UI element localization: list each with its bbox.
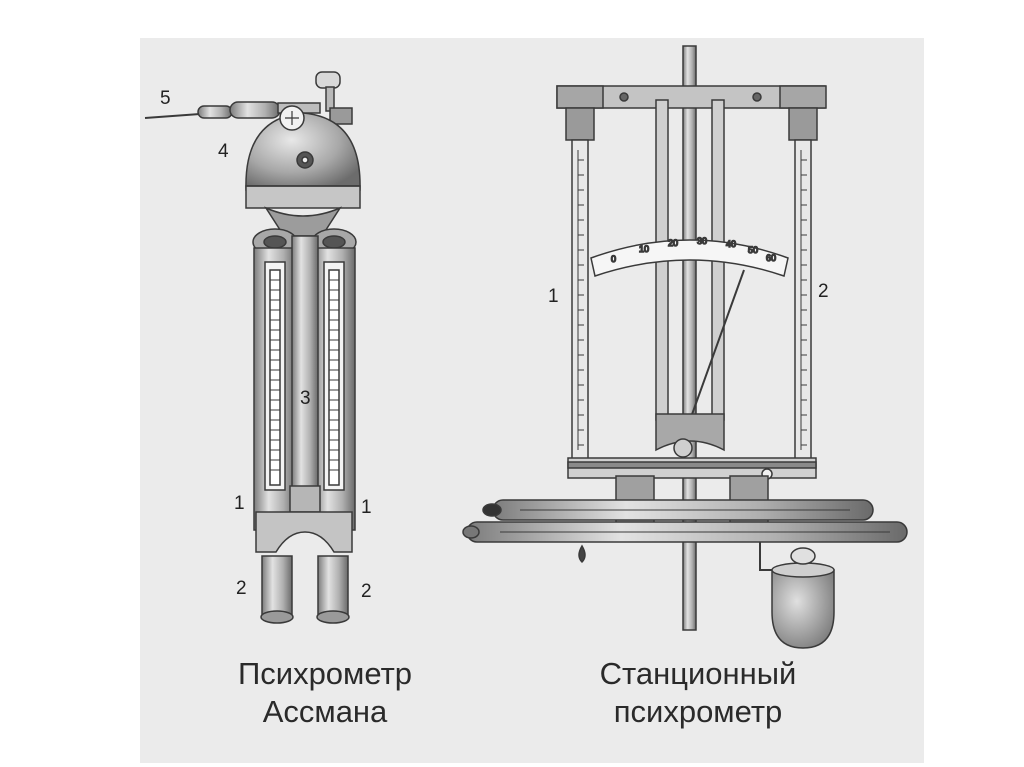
left-lower-shield — [261, 555, 293, 617]
central-air-tube — [291, 235, 319, 513]
hygrometer-scale — [590, 239, 789, 277]
label-left-shield: 2 — [236, 578, 247, 599]
caption-assmann-line2: Ассмана — [262, 694, 388, 729]
scale-tick-40: 40 — [726, 239, 736, 249]
right-lower-shield — [317, 555, 349, 617]
needle-holder — [655, 413, 725, 452]
left-thermometer — [269, 269, 281, 486]
bottom-manifold — [255, 511, 353, 553]
label-tube: 3 — [300, 388, 311, 409]
right-wet-thermometer — [794, 139, 812, 463]
hygrometer-needle — [689, 269, 745, 421]
aspirator-head — [245, 105, 361, 237]
scale-tick-60: 60 — [766, 253, 776, 263]
scale-tick-30: 30 — [697, 236, 707, 246]
assmann-psychrometer — [144, 71, 361, 624]
scale-tick-20: 20 — [668, 238, 678, 248]
scale-tick-0: 0 — [611, 254, 616, 264]
left-post-cap — [565, 107, 595, 141]
label-wet-thermometer: 2 — [818, 281, 829, 302]
mounting-rod — [682, 45, 697, 631]
scale-tick-10: 10 — [639, 244, 649, 254]
thermometer-scale-marks — [270, 279, 339, 471]
label-head: 4 — [218, 141, 229, 162]
label-right-thermometer: 1 — [361, 497, 372, 518]
label-dry-thermometer: 1 — [548, 286, 559, 307]
label-right-shield: 2 — [361, 581, 372, 602]
caption-assmann: Психрометр Ассмана — [180, 655, 470, 731]
caption-station: Станционный психрометр — [548, 655, 848, 731]
caption-station-line2: психрометр — [613, 694, 783, 729]
caption-station-line1: Станционный — [599, 656, 797, 691]
caption-assmann-line1: Психрометр — [237, 656, 413, 691]
water-drop — [578, 544, 586, 564]
station-psychrometer: 0 10 20 30 40 50 60 — [462, 45, 908, 649]
scale-tick-50: 50 — [748, 245, 758, 255]
water-cup — [771, 569, 835, 649]
label-fan-key: 5 — [160, 88, 171, 109]
right-post-cap — [788, 107, 818, 141]
label-left-thermometer: 1 — [234, 493, 245, 514]
left-dry-thermometer — [571, 139, 589, 463]
right-thermometer — [328, 269, 340, 486]
